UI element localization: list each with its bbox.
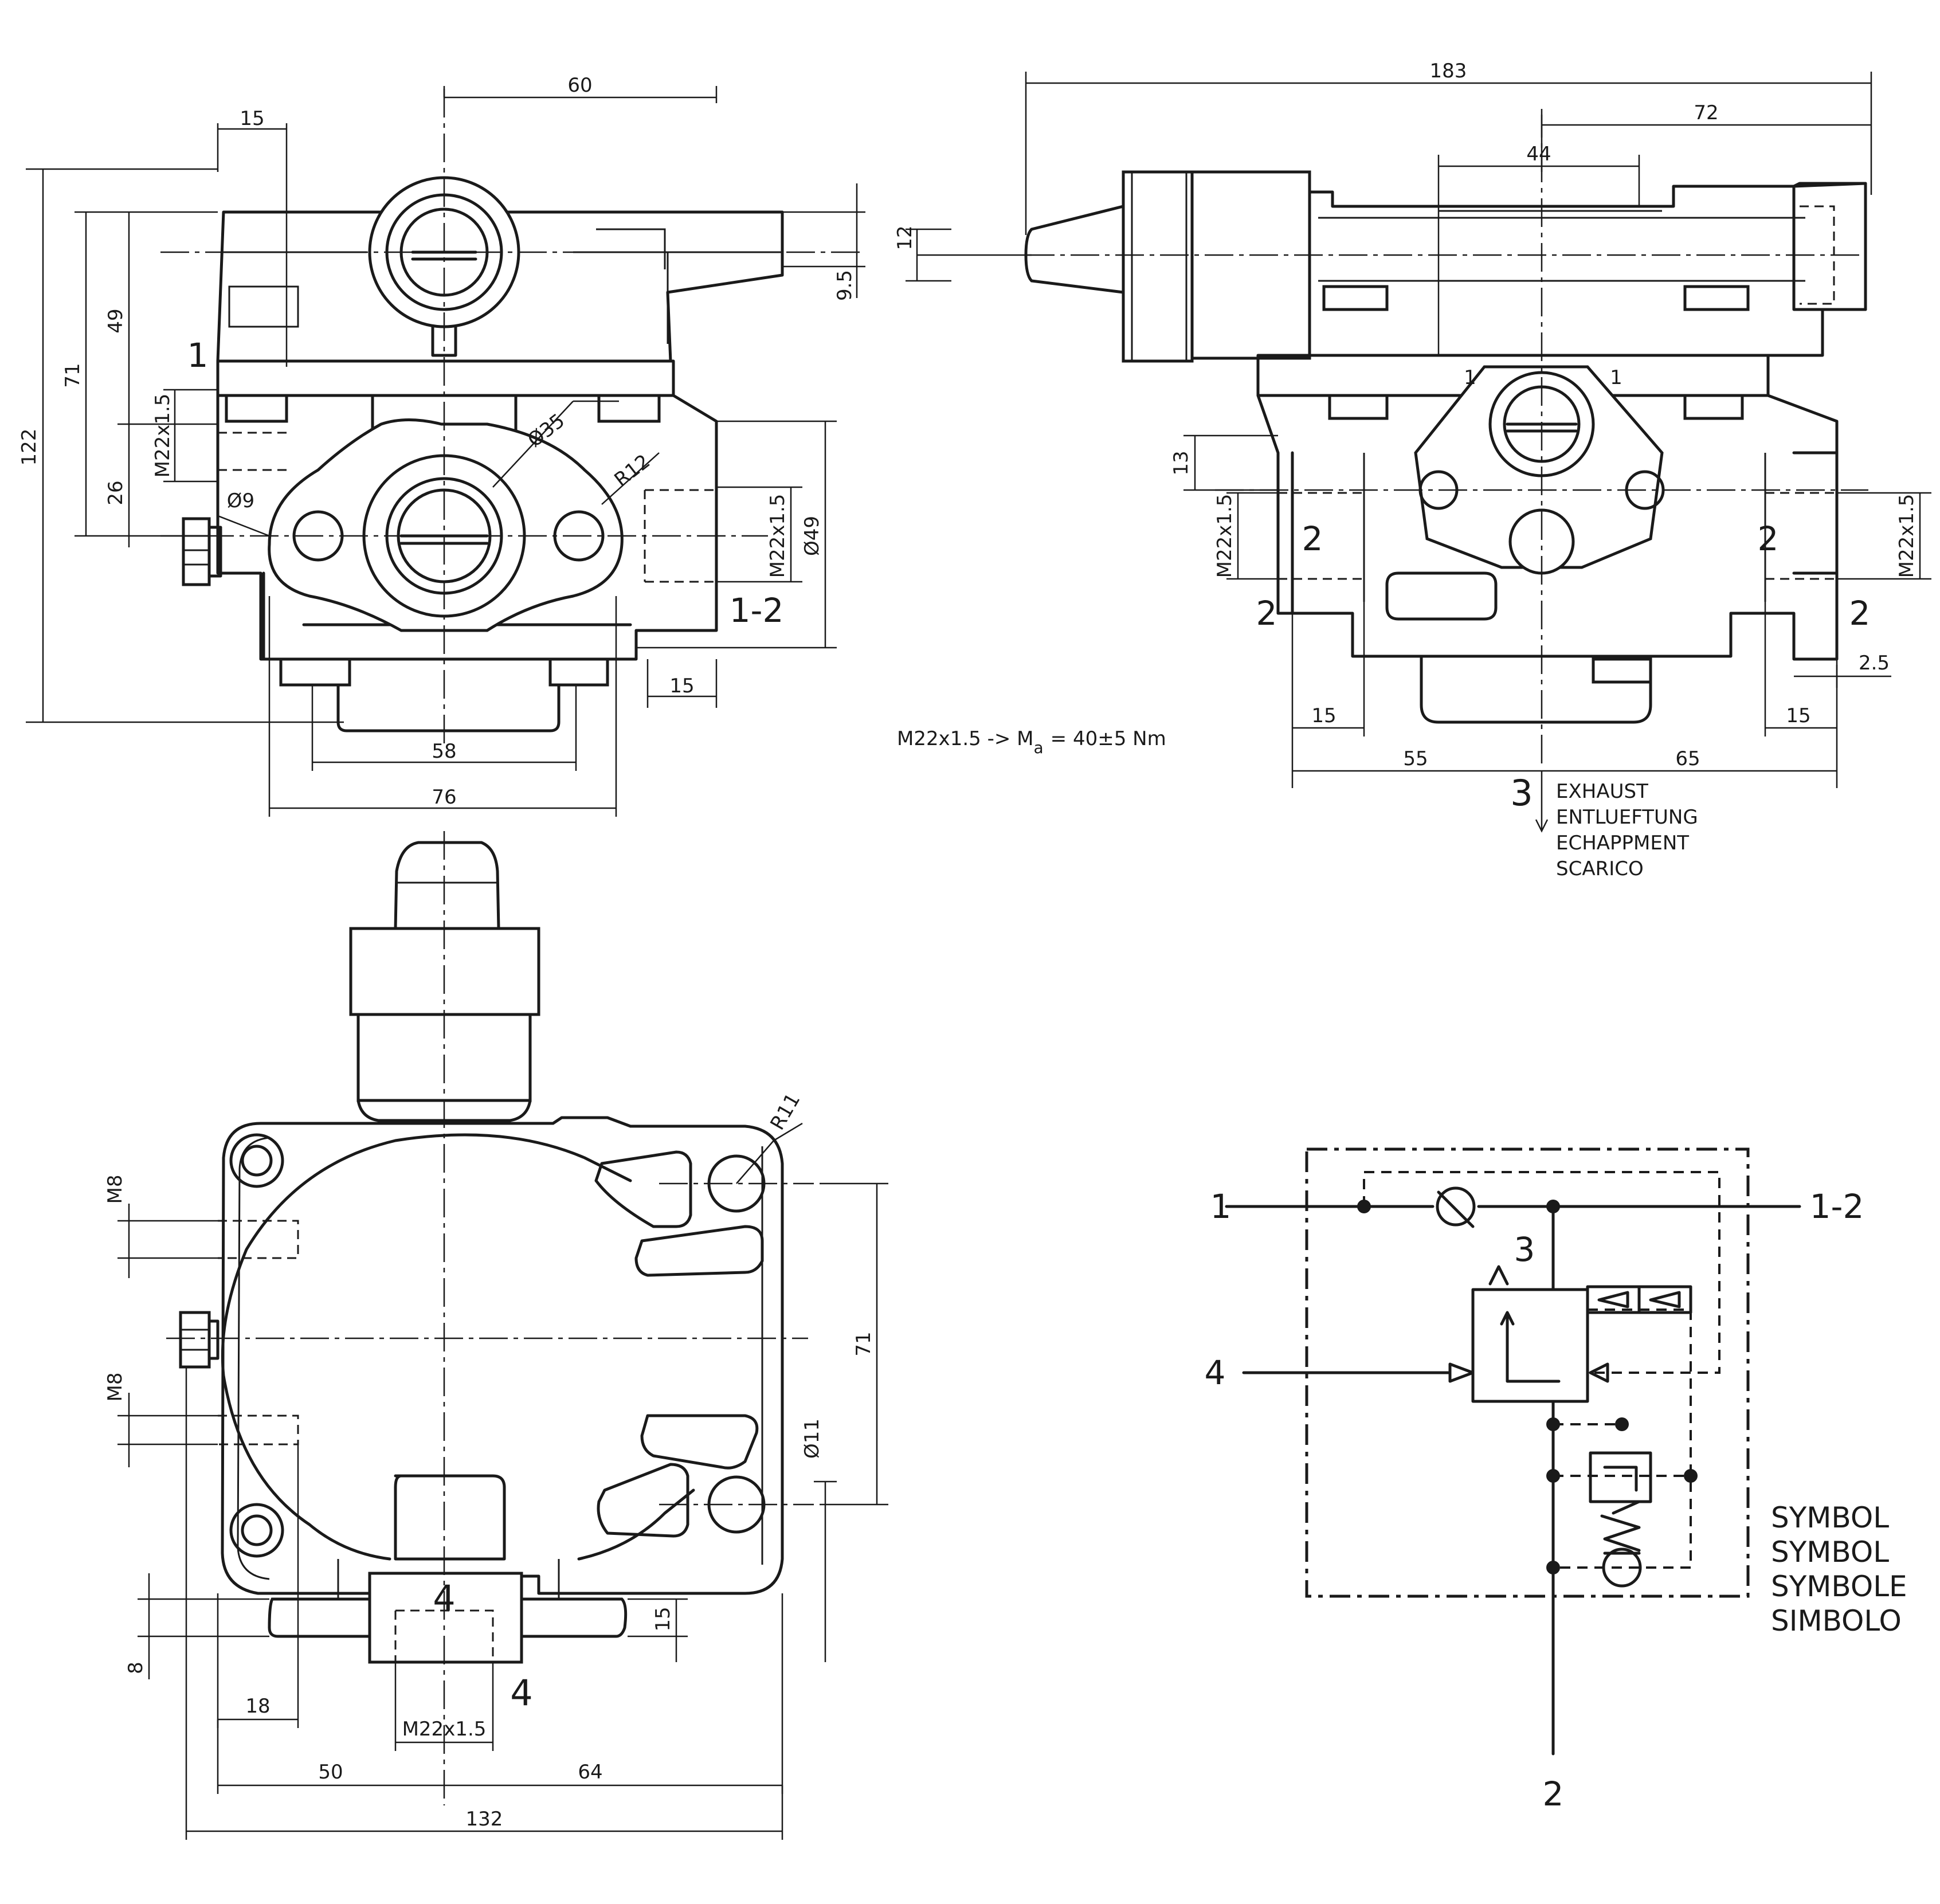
exhaust-label-de: ENTLUEFTUNG (1556, 806, 1698, 829)
symbol-legend-fr: SYMBOLE (1771, 1570, 1907, 1603)
front-dim-26: 26 (104, 480, 127, 505)
symbol-port-2: 2 (1543, 1774, 1564, 1813)
side-dim-65: 65 (1675, 747, 1700, 770)
side-dim-15-right: 15 (1786, 704, 1810, 727)
symbol-legend-it: SIMBOLO (1771, 1604, 1902, 1637)
exhaust-label-en: EXHAUST (1556, 780, 1648, 803)
side-dim-12: 12 (893, 225, 916, 250)
front-dim-dia49: Ø49 (801, 516, 824, 556)
front-dim-r12: R12 (610, 450, 654, 492)
front-dim-m22-right: M22x1.5 (766, 494, 789, 578)
bottom-dim-8: 8 (124, 1662, 147, 1674)
bottom-dim-m8-bottom: M8 (104, 1373, 127, 1402)
torque-note-prefix: M22x1.5 -> M (897, 727, 1034, 750)
symbol-port-1: 1 (1210, 1187, 1232, 1226)
bottom-dim-m22: M22x1.5 (402, 1718, 487, 1741)
front-port-1-2: 1-2 (730, 591, 784, 630)
bottom-dim-50: 50 (318, 1761, 343, 1784)
bottom-dim-71: 71 (852, 1331, 875, 1356)
bottom-port-4-body: 4 (433, 1577, 455, 1619)
front-view-dimensions (26, 86, 865, 817)
side-dim-55: 55 (1403, 747, 1428, 770)
front-dim-60: 60 (567, 74, 592, 97)
side-dim-2-5: 2.5 (1859, 652, 1890, 675)
bottom-dim-r11: R11 (766, 1090, 805, 1134)
side-port-2-outer-right: 2 (1849, 594, 1871, 633)
side-dim-m22-right: M22x1.5 (1895, 494, 1918, 578)
side-dim-44: 44 (1526, 143, 1551, 166)
side-port-2-inner-left: 2 (1302, 519, 1323, 558)
side-dim-13: 13 (1170, 450, 1193, 475)
torque-note: M22x1.5 -> Ma = 40±5 Nm (897, 727, 1166, 757)
front-dim-m22-left: M22x1.5 (151, 394, 174, 478)
front-dim-49: 49 (104, 308, 127, 333)
side-port-1-right: 1 (1610, 366, 1622, 389)
front-dim-15-top: 15 (240, 107, 264, 130)
front-view (160, 89, 860, 745)
exhaust-label-fr: ECHAPPMENT (1556, 832, 1689, 855)
bottom-dim-m8-top: M8 (104, 1175, 127, 1204)
front-dim-58: 58 (432, 740, 456, 763)
symbol-port-1-2: 1-2 (1810, 1187, 1864, 1226)
bottom-port-4-label: 4 (510, 1672, 532, 1714)
side-dim-183: 183 (1430, 60, 1467, 83)
bottom-dim-18: 18 (245, 1695, 270, 1718)
bottom-dim-15: 15 (652, 1607, 675, 1631)
bottom-view-dimensions (117, 1122, 888, 1840)
side-port-1-left: 1 (1464, 366, 1476, 389)
symbol-port-4: 4 (1205, 1353, 1226, 1392)
pneumatic-symbol (1225, 1147, 1801, 1756)
bottom-view (166, 831, 814, 1805)
exhaust-label-it: SCARICO (1556, 857, 1644, 880)
torque-note-subscript: a (1034, 738, 1044, 757)
side-port-2-inner-right: 2 (1758, 519, 1779, 558)
side-dim-15-left: 15 (1311, 704, 1336, 727)
symbol-legend-de: SYMBOL (1771, 1535, 1889, 1569)
front-dim-15-bottom: 15 (669, 675, 694, 698)
side-port-2-outer-left: 2 (1256, 594, 1277, 633)
bottom-dim-dia11: Ø11 (801, 1419, 824, 1459)
front-dim-71: 71 (61, 363, 84, 387)
bottom-dim-132: 132 (466, 1808, 503, 1831)
symbol-legend-en: SYMBOL (1771, 1501, 1889, 1534)
bottom-dim-64: 64 (578, 1761, 602, 1784)
front-dim-9-5: 9.5 (833, 270, 856, 301)
symbol-port-3: 3 (1514, 1230, 1535, 1269)
side-view-dimensions (906, 72, 1931, 833)
side-view (1024, 109, 1868, 768)
front-dim-76: 76 (432, 786, 456, 809)
front-port-1: 1 (187, 336, 209, 375)
torque-note-suffix: = 40±5 Nm (1051, 727, 1166, 750)
side-dim-m22-left: M22x1.5 (1213, 494, 1236, 578)
front-dim-122: 122 (18, 429, 41, 466)
side-port-3: 3 (1510, 772, 1533, 814)
side-dim-72: 72 (1694, 101, 1718, 124)
front-dim-dia9: Ø9 (227, 489, 254, 512)
